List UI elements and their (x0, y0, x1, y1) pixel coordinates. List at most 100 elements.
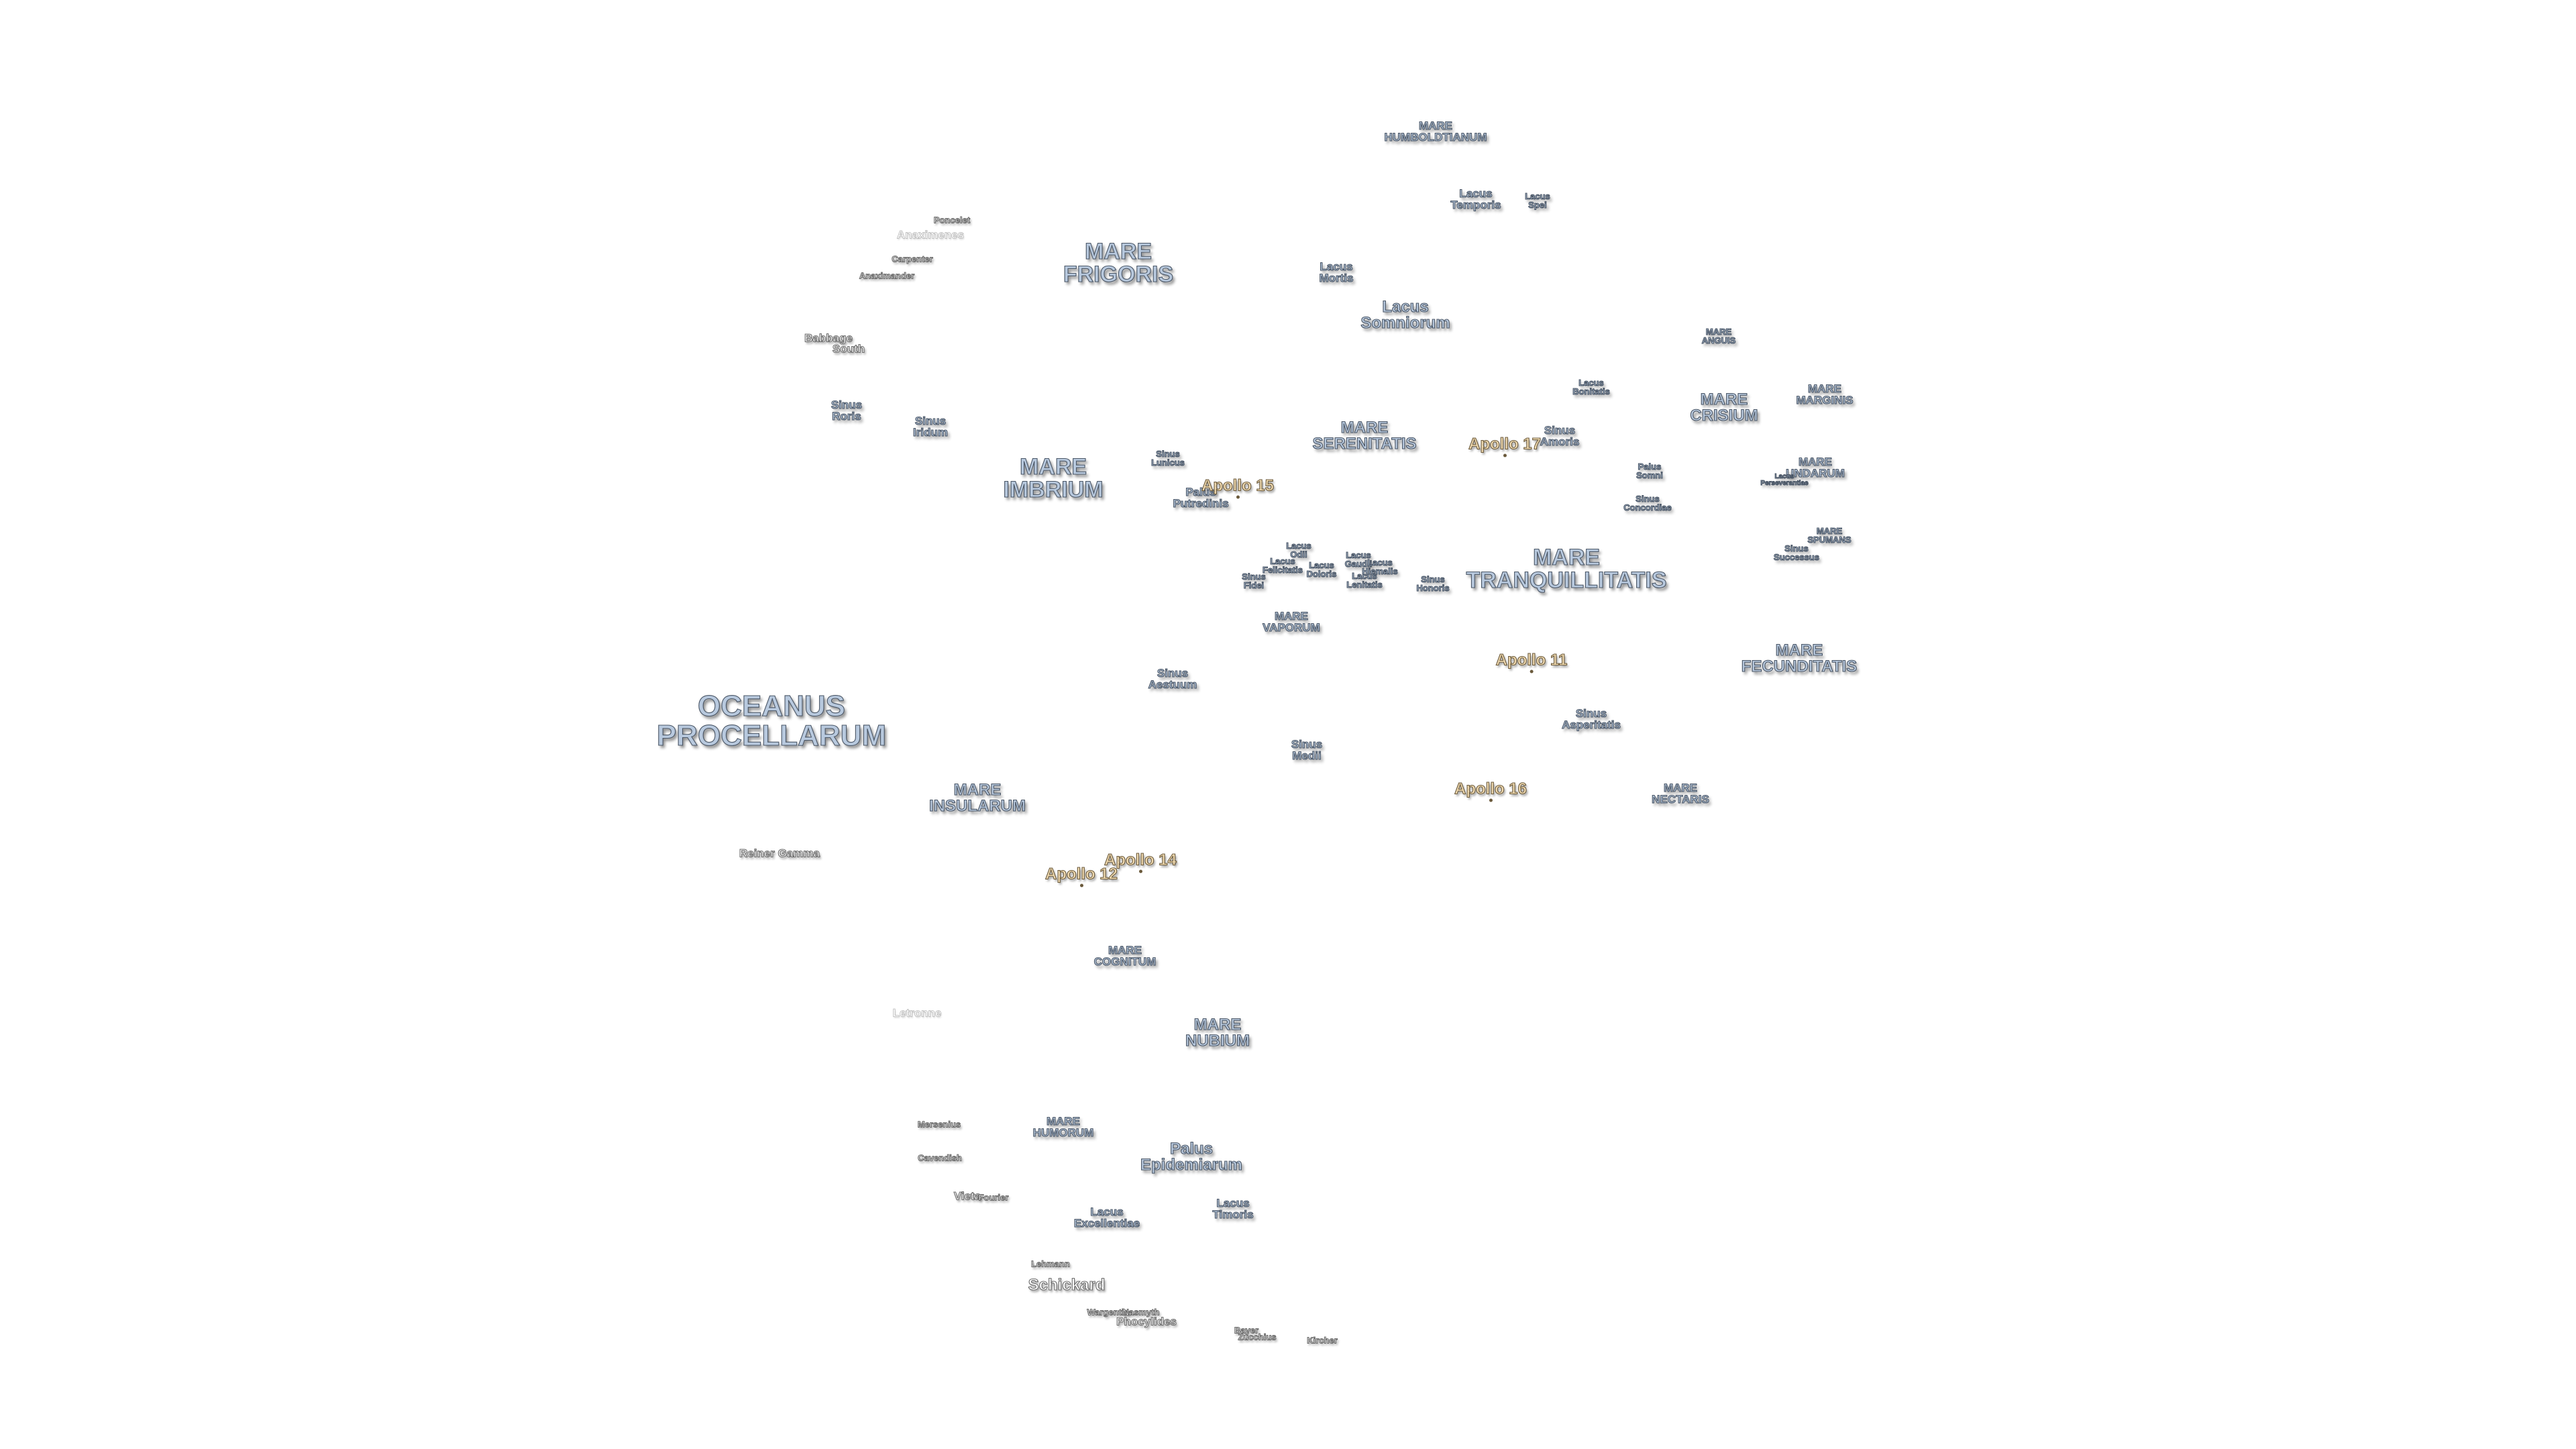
label-apollo-14[interactable]: Apollo 14 (1104, 851, 1177, 873)
label-carpenter[interactable]: Carpenter (892, 254, 934, 264)
label-kircher[interactable]: Kircher (1307, 1336, 1338, 1345)
label-babbage[interactable]: Babbage (804, 331, 853, 345)
label-mare-serenitatis-line: SERENITATIS (1312, 435, 1417, 453)
label-oceanus-procellarum-line: PROCELLARUM (656, 719, 887, 752)
label-lacus-excellentiae-line: Excellentiae (1073, 1217, 1140, 1230)
label-nasmyth[interactable]: Nasmyth (1122, 1307, 1160, 1317)
label-letronne-text: Letronne (892, 1006, 942, 1020)
label-mare-cognitum-line: MARE (1108, 944, 1142, 957)
landing-site-marker-icon (1529, 669, 1534, 674)
label-wargentin[interactable]: Wargentin (1087, 1307, 1130, 1317)
label-lacus-gaudii-line: Lacus (1346, 550, 1372, 560)
label-fourier-text: Fourier (978, 1192, 1009, 1203)
label-sinus-lunicus-line: Lunicus (1151, 458, 1185, 468)
label-lacus-spei-line: Spei (1528, 200, 1548, 210)
label-lacus-spei-line: Lacus (1525, 191, 1551, 201)
label-mare-spumans-line: MARE (1816, 526, 1843, 536)
landing-site-marker-icon (1489, 798, 1493, 802)
label-south[interactable]: South (832, 343, 865, 355)
label-bayer[interactable]: Bayer (1234, 1326, 1258, 1335)
label-mare-anguis-line: MARE (1705, 327, 1732, 337)
label-lacus-lenitatis-line: Lenitatis (1346, 580, 1383, 590)
label-apollo-17-text: Apollo 17 (1468, 435, 1542, 453)
label-apollo-17[interactable]: Apollo 17 (1468, 435, 1542, 458)
label-vieta[interactable]: Vieta (953, 1190, 981, 1202)
label-phocylides[interactable]: Phocylides (1116, 1316, 1177, 1328)
label-poncelet[interactable]: Poncelet (933, 215, 970, 225)
label-lacus-felicitatis-line: Felicitatis (1262, 565, 1303, 575)
label-apollo-16[interactable]: Apollo 16 (1454, 780, 1527, 802)
label-schickard[interactable]: Schickard (1028, 1277, 1106, 1293)
label-sinus-asperitatis-line: Asperitatis (1562, 718, 1621, 731)
label-kircher-text: Kircher (1307, 1335, 1338, 1346)
label-mersenius[interactable]: Mersenius (917, 1120, 961, 1129)
label-fourier[interactable]: Fourier (978, 1192, 1009, 1203)
label-lehmann[interactable]: Lehmann (1031, 1259, 1071, 1269)
label-sinus-concordiae-line: Concordiae (1623, 502, 1672, 513)
label-anaximander[interactable]: Anaximander (859, 271, 914, 280)
label-apollo-11[interactable]: Apollo 11 (1495, 651, 1568, 674)
label-apollo-12[interactable]: Apollo 12 (1044, 865, 1118, 888)
label-bayer-text: Bayer (1234, 1325, 1259, 1336)
label-babbage-text: Babbage (804, 331, 853, 345)
landing-site-marker-icon (1138, 869, 1142, 873)
label-anaximenes[interactable]: Anaximenes (897, 229, 965, 241)
label-oceanus-procellarum-line: OCEANUS (697, 690, 846, 722)
label-zucchius[interactable]: Zucchius (1238, 1332, 1277, 1342)
label-cavendish[interactable]: Cavendish (918, 1153, 963, 1163)
label-carpenter-text: Carpenter (892, 254, 934, 264)
label-reiner-gamma[interactable]: Reiner Gamma (739, 847, 820, 860)
label-letronne[interactable]: Letronne (892, 1006, 942, 1020)
label-apollo-15[interactable]: Apollo 15 (1201, 477, 1275, 499)
landing-site-marker-icon (1503, 453, 1507, 458)
label-reiner-gamma-text: Reiner Gamma (739, 847, 820, 860)
label-sinus-honoris-line: Sinus (1421, 574, 1446, 584)
